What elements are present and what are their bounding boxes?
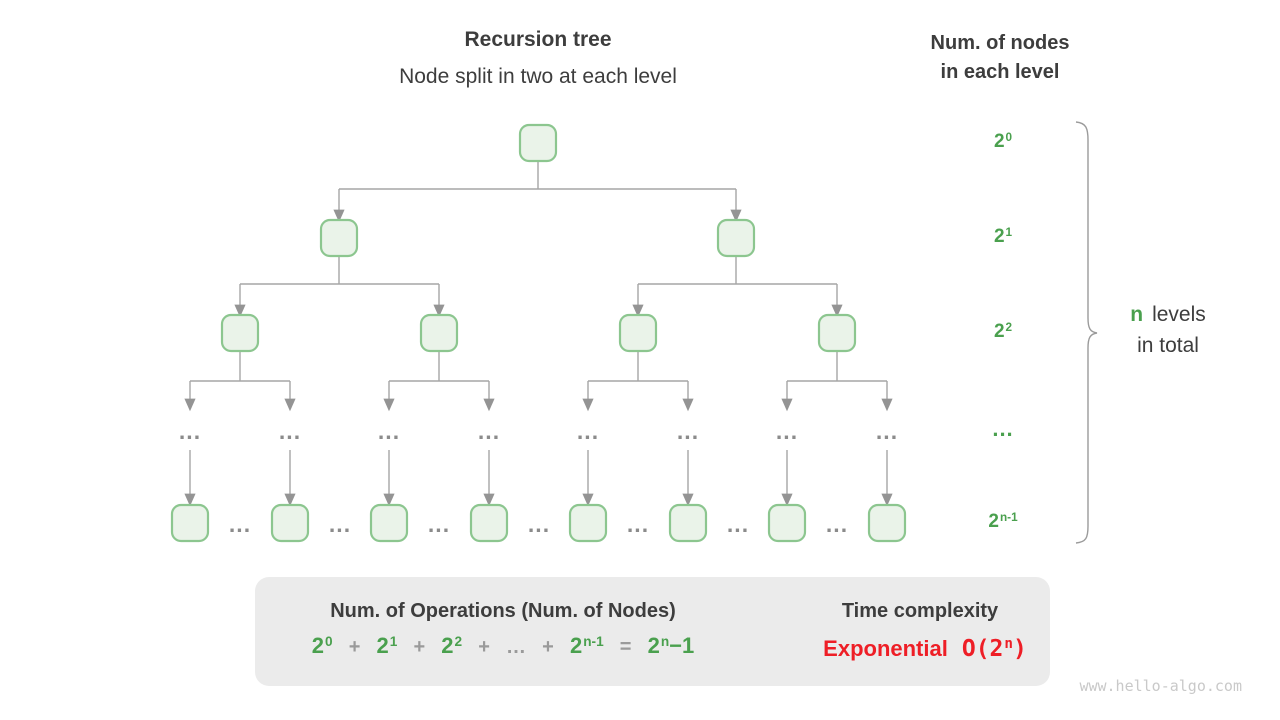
tree-node <box>767 503 807 543</box>
complexity-word: Exponential <box>823 636 948 661</box>
tree-node <box>170 503 210 543</box>
formula-term: 2n-1 <box>569 633 604 658</box>
diagram-title: Recursion tree <box>464 28 612 51</box>
tree-ellipsis: ... <box>477 418 501 444</box>
brace-note-line2: in total <box>1137 334 1199 357</box>
tree-node <box>518 123 558 163</box>
diagram-subtitle: Node split in two at each level <box>399 65 677 88</box>
tree-connectors <box>184 161 893 507</box>
tree-ellipsis: ... <box>228 511 252 537</box>
formula-operator: + <box>413 636 426 658</box>
level-count-ellipsis: ... <box>992 416 1014 441</box>
tree-nodes <box>170 123 907 543</box>
tree-ellipsis: ... <box>626 511 650 537</box>
tree-ellipsis: ... <box>775 418 799 444</box>
right-header-line2: in each level <box>940 61 1060 83</box>
tree-ellipsis: ... <box>427 511 451 537</box>
tree-ellipsis: ... <box>527 511 551 537</box>
operations-formula: 20 + 21 + 22 + … + 2n-1 = 2n−1 <box>307 633 700 659</box>
tree-ellipsis: ... <box>875 418 899 444</box>
right-header-line1: Num. of nodes <box>930 32 1070 54</box>
level-count-0: 20 <box>993 130 1013 152</box>
formula-ellipsis: … <box>506 636 527 658</box>
level-count-2: 22 <box>993 320 1013 342</box>
complexity-value: Exponential O(2n) <box>823 636 1027 662</box>
tree-node <box>220 313 260 353</box>
tree-ellipsis: ... <box>576 418 600 444</box>
tree-node <box>817 313 857 353</box>
big-o-notation: O(2n) <box>961 636 1027 662</box>
tree-node <box>568 503 608 543</box>
operations-title: Num. of Operations (Num. of Nodes) <box>330 600 676 622</box>
formula-term: 22 <box>441 633 463 658</box>
tree-ellipsis: ... <box>377 418 401 444</box>
level-count-1: 21 <box>993 225 1013 247</box>
formula-operator: + <box>542 636 554 658</box>
tree-node <box>716 218 756 258</box>
formula-result: 2n−1 <box>647 633 695 658</box>
tree-node <box>867 503 907 543</box>
formula-term: 21 <box>376 633 398 658</box>
formula-equals: = <box>619 636 632 658</box>
tree-ellipsis: ... <box>328 511 352 537</box>
tree-node <box>618 313 658 353</box>
level-count-n-1: 2n-1 <box>988 510 1018 532</box>
brace-note-n: n <box>1130 303 1144 326</box>
levels-brace <box>1075 121 1098 544</box>
tree-node <box>369 503 409 543</box>
tree-ellipsis: ... <box>178 418 202 444</box>
brace-note-rest: levels <box>1152 303 1206 326</box>
formula-operator: + <box>478 636 490 658</box>
watermark: www.hello-algo.com <box>1079 677 1242 695</box>
tree-node <box>270 503 310 543</box>
tree-node <box>419 313 459 353</box>
tree-ellipsis: ... <box>825 511 849 537</box>
tree-node <box>319 218 359 258</box>
tree-ellipsis: ... <box>726 511 750 537</box>
summary-box <box>255 577 1050 686</box>
time-complexity-title: Time complexity <box>841 600 999 622</box>
formula-operator: + <box>348 636 361 658</box>
tree-ellipsis: ... <box>278 418 302 444</box>
tree-node <box>668 503 708 543</box>
tree-ellipsis: ... <box>676 418 700 444</box>
formula-term: 20 <box>311 633 333 658</box>
tree-node <box>469 503 509 543</box>
